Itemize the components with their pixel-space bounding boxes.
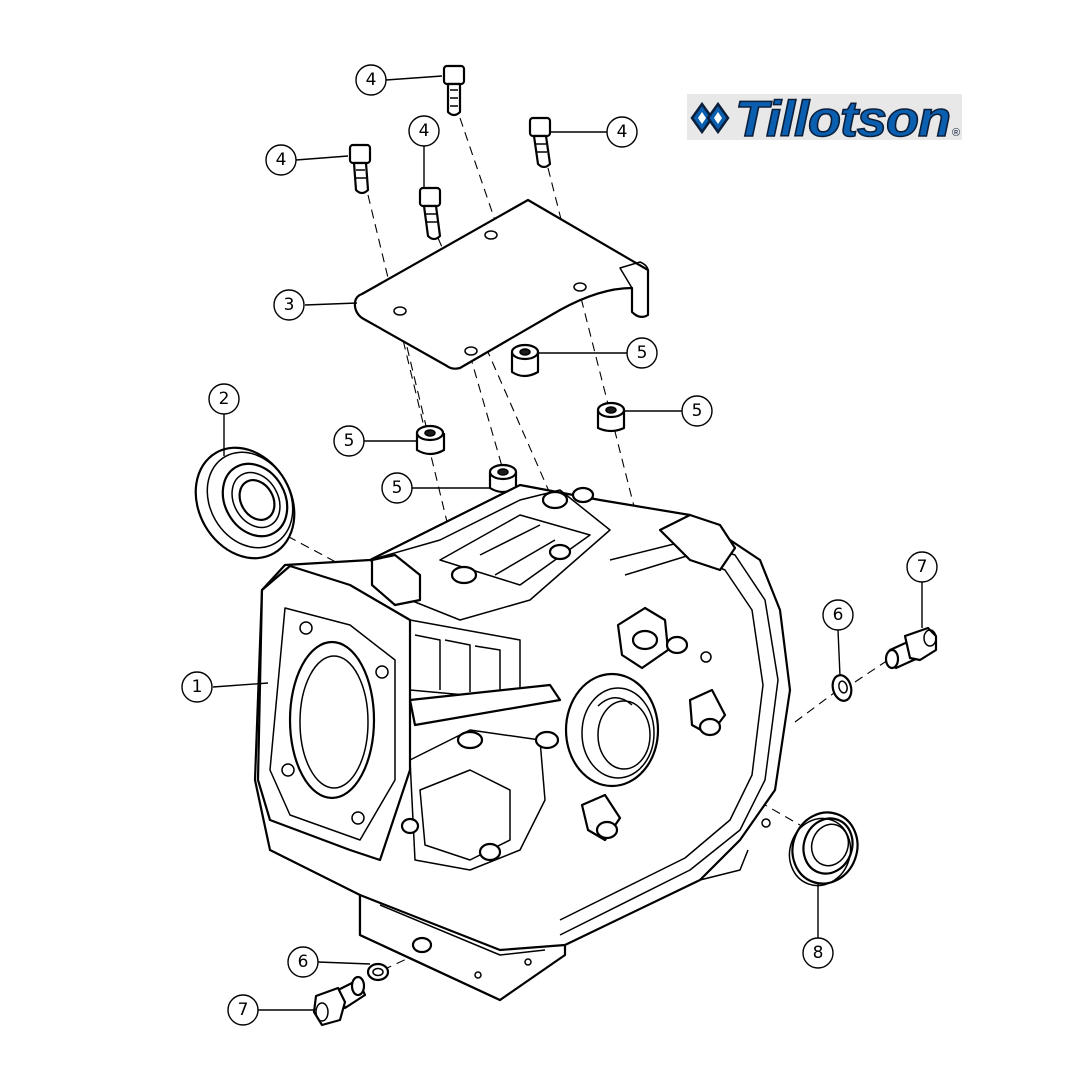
callout-1-label: 1 [192, 677, 203, 697]
spacer-2 [596, 401, 626, 433]
callout-7-right-label: 7 [917, 557, 928, 577]
callout-3: 3 [273, 289, 305, 321]
callout-4-top: 4 [355, 64, 387, 96]
callout-4-middle-label: 4 [419, 121, 430, 141]
oil-seal [788, 811, 859, 887]
callout-3-label: 3 [284, 295, 295, 315]
washer-bottom [366, 962, 390, 982]
callout-leaders [212, 75, 923, 1011]
bolt-middle [418, 186, 442, 241]
callout-5-right-label: 5 [692, 401, 703, 421]
callout-7-right: 7 [906, 551, 938, 583]
callout-2: 2 [208, 383, 240, 415]
callout-6-right-label: 6 [833, 605, 844, 625]
callout-6-bottom-label: 6 [298, 952, 309, 972]
logo-wordmark: Tillotson [735, 91, 950, 147]
logo-background [687, 94, 962, 140]
drain-plug-bottom [312, 975, 367, 1027]
callout-5-left: 5 [333, 425, 365, 457]
tillotson-logo: Tillotson ® [687, 90, 962, 148]
spacer-3 [415, 424, 446, 456]
callout-8: 8 [802, 937, 834, 969]
spacer-4 [488, 463, 518, 494]
callout-4-middle: 4 [408, 115, 440, 147]
callout-5-upper: 5 [626, 337, 658, 369]
callout-4-top-label: 4 [366, 70, 377, 90]
callout-5-left-label: 5 [344, 431, 355, 451]
callout-4-left: 4 [265, 144, 297, 176]
bolt-right [528, 116, 552, 169]
callout-6-bottom: 6 [287, 946, 319, 978]
callout-2-label: 2 [219, 389, 230, 409]
washer-right [831, 674, 853, 702]
callout-5-lower-label: 5 [392, 478, 403, 498]
callout-4-right-label: 4 [617, 122, 628, 142]
bolt-left [348, 143, 372, 195]
drain-plug-right [884, 626, 938, 670]
callout-4-right: 4 [606, 116, 638, 148]
callout-6-right: 6 [822, 599, 854, 631]
callout-4-left-label: 4 [276, 150, 287, 170]
cover-plate [353, 198, 650, 370]
callout-5-upper-label: 5 [637, 343, 648, 363]
callout-7-bottom-label: 7 [238, 1000, 249, 1020]
callout-8-label: 8 [813, 943, 824, 963]
bolt-top [442, 64, 466, 117]
bearing [194, 446, 296, 560]
callout-5-right: 5 [681, 395, 713, 427]
callout-5-lower: 5 [381, 472, 413, 504]
callout-1: 1 [181, 671, 213, 703]
spacer-1 [510, 343, 540, 378]
logo-registered-mark: ® [952, 127, 960, 139]
callout-7-bottom: 7 [227, 994, 259, 1026]
crankcase [253, 483, 792, 1002]
logo-mark-icon [690, 101, 730, 135]
